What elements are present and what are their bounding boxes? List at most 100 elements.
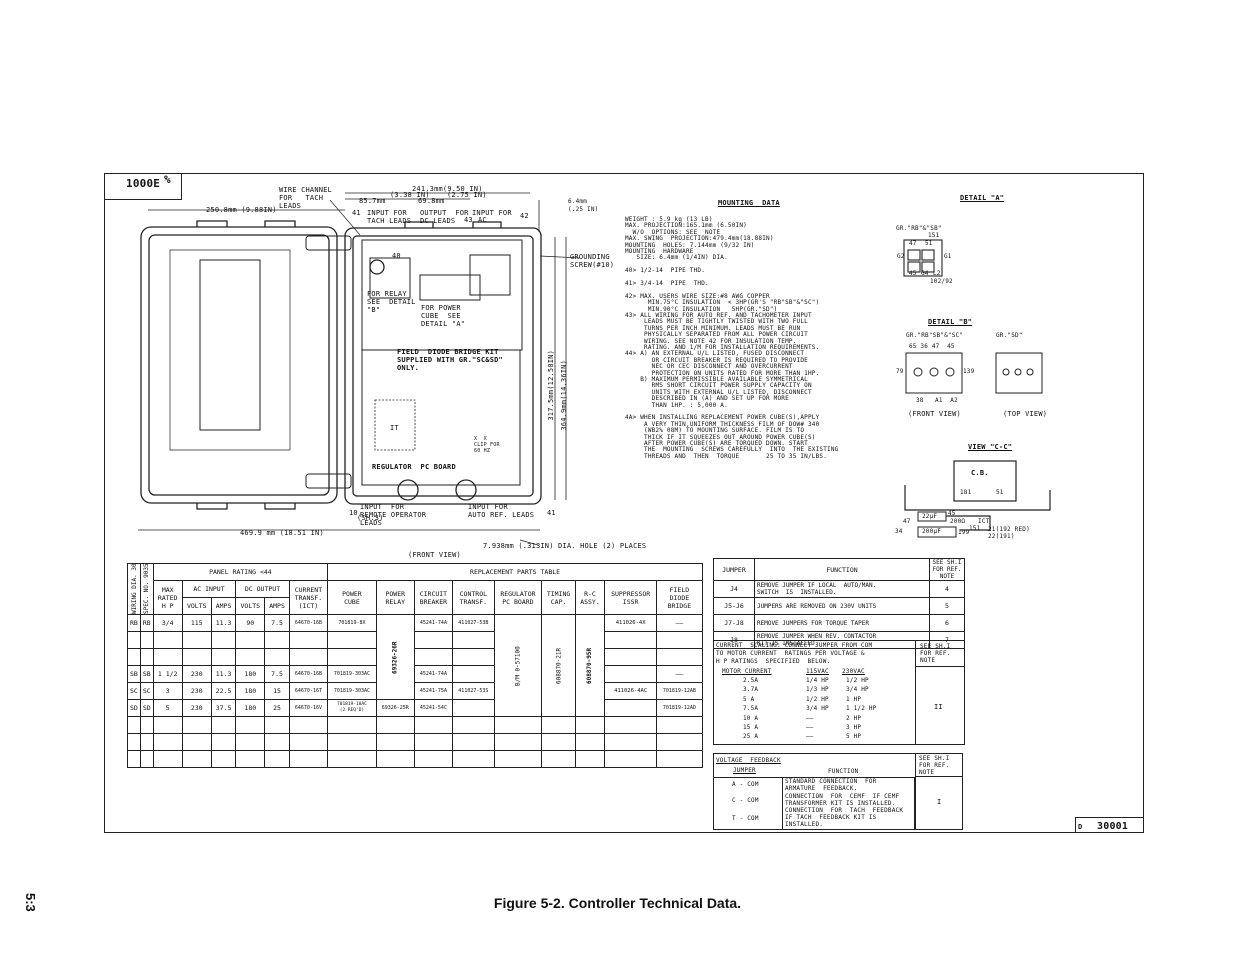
dim-469: 469.9 mm (18.51 IN) — [240, 529, 324, 537]
cell-aca: 11.3 — [210, 614, 237, 632]
cell-spec: SB — [139, 665, 154, 683]
mounting-note-line: MOUNTING HOLES: 7.144mm (9/32 IN) — [625, 241, 755, 249]
panel-rating-label: PANEL RATING — [209, 568, 257, 576]
table-row: SD SD 5 230 37.5 180 25 64670-16V 701819… — [127, 699, 703, 717]
scaling-cell-b: 2 HP — [846, 714, 862, 722]
vf-see: SEE SH.I FOR REF. NOTE — [919, 755, 950, 776]
mounting-note-line: 43> ALL WIRING FOR AUTO REF. AND TACHOME… — [625, 312, 812, 319]
note-40-marker: 40 — [392, 252, 401, 260]
voltage-feedback-note-header — [915, 753, 963, 777]
mounting-note-line: PROTECTION ON UNITS RATED FOR MORE THAN … — [625, 369, 820, 377]
dim-69: 69.8mm — [418, 197, 445, 205]
detail-b-pin-79: 79 — [896, 368, 904, 375]
cell-acv: 115 — [181, 614, 212, 632]
vf-row-function-c: CONNECTION FOR CEMF IF CEMF TRANSFORMER … — [785, 793, 900, 807]
scaling-cell-b: 3/4 HP — [846, 686, 869, 694]
dim-241: 241.3mm(9.50 IN) — [412, 185, 483, 193]
table-row — [127, 750, 703, 768]
scaling-cell-c: 15 A — [743, 724, 759, 731]
jumper-table: JUMPER FUNCTION SEE SH.I FOR REF. NOTE J… — [713, 558, 965, 649]
pin-47: 47 — [909, 240, 917, 247]
pin-102: 102/92 — [930, 278, 953, 285]
cell-hp: 3 — [152, 682, 183, 700]
cell-note: 4 — [929, 580, 965, 598]
cell-cb: 45241-75A — [413, 682, 454, 700]
drawing-number-bottom: 30001 — [1097, 821, 1129, 832]
scaling-cell-b: 1 HP — [846, 695, 862, 703]
pin-51-cc: 51 — [996, 489, 1004, 496]
vf-row-jumper-c: C - COM — [732, 797, 759, 804]
cell-cube: 701819-303AC — [327, 665, 377, 683]
table-row: SC SC 3 230 22.5 180 15 64670-16T 701819… — [127, 682, 703, 700]
note-41b-marker: 41 — [547, 509, 556, 517]
table-row — [127, 631, 703, 649]
dim-317: 317.5mm(12.50IN) — [547, 350, 555, 421]
cell-dca: 7.5 — [264, 614, 290, 632]
scaling-cell-c: 5 A — [743, 695, 755, 703]
cell-dia: SC — [127, 682, 141, 700]
detail-b-bottom-pins: 38 A1 A2 — [916, 397, 958, 404]
scaling-cell-c: 7.5A — [743, 705, 759, 713]
input-auto-label: INPUT FOR AUTO REF. LEADS — [468, 503, 535, 519]
regulator-board-label: REGULATOR PC BOARD — [372, 463, 456, 471]
mounting-data-heading: MOUNTING DATA — [718, 199, 780, 207]
col-dc-volts: VOLTS — [235, 597, 266, 615]
table-row — [127, 716, 703, 734]
vf-row-function-t: CONNECTION FOR TACH FEEDBACK IF TACH FEE… — [785, 807, 904, 828]
cell-dia: RB — [127, 614, 141, 632]
cell-ict: 64670-16T — [288, 682, 329, 700]
pin-45: 45 — [909, 270, 917, 277]
cell-acv: 230 — [181, 682, 212, 700]
table-row: J7-J8 REMOVE JUMPERS FOR TORQUE TAPER 6 — [713, 614, 965, 632]
cell-dca: 7.5 — [264, 665, 290, 683]
view-cc-title: VIEW "C-C" — [968, 443, 1013, 451]
cell-spec: RB — [139, 614, 154, 632]
cell-function: REMOVE JUMPER IF LOCAL AUTO/MAN. SWITCH … — [754, 580, 930, 598]
col-wiring-dia: WIRING DIA. 3000I — [127, 563, 141, 615]
scaling-cell-a: —— — [806, 733, 814, 741]
ac-label: AC — [478, 216, 487, 224]
cell-note: 6 — [929, 614, 965, 632]
title-corner-box — [104, 173, 182, 200]
note-10-marker: 10 — [349, 509, 358, 517]
function-col-header: FUNCTION — [754, 558, 930, 581]
pin-g4: G4 — [921, 270, 929, 277]
col-ict: CURRENT TRANSF. (ICT) — [288, 580, 329, 615]
cell-hp: 3/4 — [152, 614, 183, 632]
scaling-cell-c: 2.5A — [743, 677, 759, 684]
note-41-marker: 41 — [352, 209, 361, 217]
mounting-note-line: OR CIRCUIT BREAKER IS REQUIRED TO PROVID… — [625, 356, 808, 364]
mounting-note-line: 42> MAX. USERS WIRE SIZE:#8 AWG COPPER — [625, 292, 770, 300]
scaling-cell-c: 10 A — [743, 714, 759, 722]
res-200: 200Ω — [950, 518, 966, 525]
spacer — [702, 615, 703, 632]
v115-header: 115VAC — [806, 668, 829, 675]
cell-function: REMOVE JUMPERS FOR TORQUE TAPER — [754, 614, 930, 632]
cell-hp: 1 1/2 — [152, 665, 183, 683]
vf-row-jumper-t: T - COM — [732, 815, 759, 822]
col-ac-volts: VOLTS — [181, 597, 212, 615]
pin-151-cc: 151 — [969, 525, 981, 532]
ict-label: ICT — [978, 518, 990, 525]
table-row — [127, 648, 703, 666]
figure-caption: Figure 5-2. Controller Technical Data. — [493, 895, 742, 911]
scaling-cell-b: 3 HP — [846, 724, 862, 731]
table-row: J4 REMOVE JUMPER IF LOCAL AUTO/MAN. SWIT… — [713, 580, 965, 598]
cell-regulator: B/M 0-57100 — [494, 614, 542, 717]
cell-cube: 701819-303AC — [327, 682, 377, 700]
table-row: J5-J6 JUMPERS ARE REMOVED ON 230V UNITS … — [713, 597, 965, 615]
pin-47-cc: 47 — [903, 518, 911, 525]
pin-l2: L2 — [933, 270, 941, 277]
mounting-note-line: WEIGHT : 5.9 kg (13 LB) — [625, 216, 713, 223]
scaling-cell-a: 1/2 HP — [806, 695, 829, 703]
mounting-note-line: RATING. AND 1/M FOR INSTALLATION REQUIRE… — [625, 344, 820, 351]
cell-cb: 45241-74A — [413, 665, 454, 683]
note-44-marker: 44 — [263, 568, 272, 576]
col-timing: TIMING CAP. — [541, 580, 576, 615]
scaling-cell-a: 3/4 HP — [806, 705, 829, 713]
cell-sup: 411026-4X — [604, 614, 658, 632]
ict-leads-label: 21(192 RED) 22(191) — [988, 526, 1030, 540]
note-43-marker: 43 — [464, 216, 473, 224]
scaling-cell-a: —— — [806, 714, 814, 722]
